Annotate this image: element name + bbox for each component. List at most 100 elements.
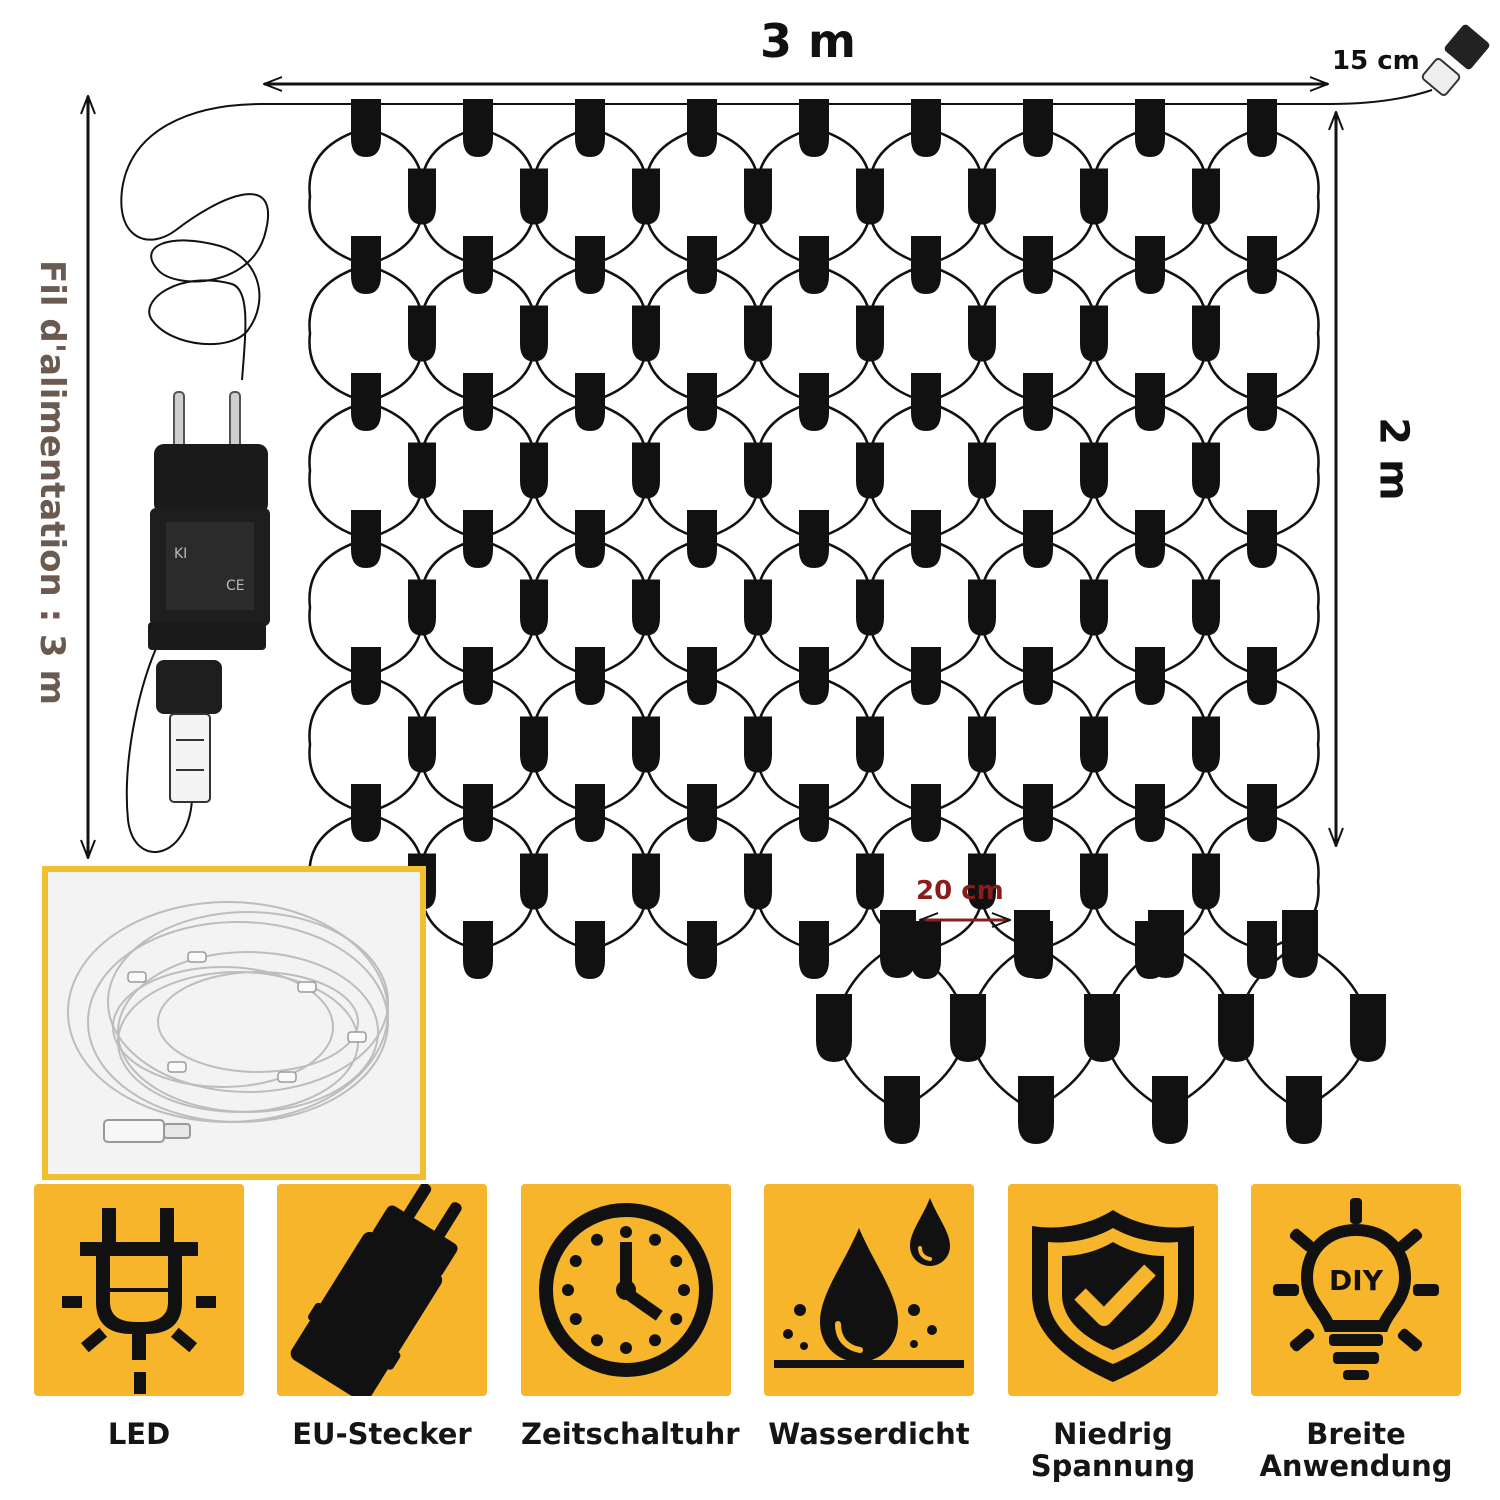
bulb xyxy=(463,921,493,979)
bulb xyxy=(1080,853,1108,910)
bulb xyxy=(911,236,941,294)
bulb xyxy=(1023,373,1053,431)
bulb xyxy=(1014,910,1050,978)
power-cable xyxy=(120,103,269,381)
bulb xyxy=(520,716,548,773)
bulb xyxy=(575,921,605,979)
bulb xyxy=(884,1076,920,1144)
bulb xyxy=(632,442,660,499)
bulb xyxy=(1192,853,1220,910)
feature-label: LED xyxy=(107,1417,171,1451)
bulb xyxy=(1247,921,1277,979)
bulb xyxy=(463,784,493,842)
bulb xyxy=(880,910,916,978)
bulb xyxy=(575,510,605,568)
bulb xyxy=(520,442,548,499)
bulb xyxy=(1023,99,1053,157)
bulb xyxy=(351,510,381,568)
bulb xyxy=(744,579,772,636)
bulb xyxy=(351,99,381,157)
cable-length-label: Fil d'alimentation : 3 m xyxy=(32,260,72,705)
bulb xyxy=(1247,510,1277,568)
adapter-brand: KI xyxy=(174,546,187,562)
spacing-label: 20 cm xyxy=(916,876,1004,906)
feature-eu-plug: EU-Stecker xyxy=(277,1184,487,1450)
bulb xyxy=(950,994,986,1062)
bulb xyxy=(1080,579,1108,636)
diy-text: DIY xyxy=(1329,1264,1384,1297)
waterdrop-icon xyxy=(764,1184,974,1396)
feature-label: Zeitschaltuhr xyxy=(521,1417,740,1451)
bulb xyxy=(799,236,829,294)
bulb xyxy=(856,168,884,225)
net-mesh xyxy=(308,99,1320,979)
bulb xyxy=(968,305,996,362)
bulb xyxy=(463,99,493,157)
lead-length-label: 15 cm xyxy=(1332,46,1420,76)
bulb xyxy=(632,853,660,910)
shield-check-icon xyxy=(1008,1184,1218,1396)
bulb xyxy=(632,168,660,225)
output-cable xyxy=(125,639,193,853)
bulb xyxy=(1192,579,1220,636)
bulb xyxy=(911,784,941,842)
bulb xyxy=(1247,236,1277,294)
bulb xyxy=(687,373,717,431)
bulb xyxy=(911,99,941,157)
bulb xyxy=(575,373,605,431)
bulb xyxy=(911,510,941,568)
clock-icon xyxy=(521,1184,731,1396)
eu-plug-icon xyxy=(277,1184,487,1396)
bulb xyxy=(1218,994,1254,1062)
bulb xyxy=(1084,994,1120,1062)
bulb xyxy=(1247,647,1277,705)
bulb xyxy=(1282,910,1318,978)
bulb xyxy=(968,853,996,910)
bulb xyxy=(856,442,884,499)
bulb xyxy=(632,579,660,636)
bulb xyxy=(520,579,548,636)
bulb xyxy=(799,784,829,842)
bulb xyxy=(1247,99,1277,157)
bulb xyxy=(968,579,996,636)
feature-label: Niedrig Spannung xyxy=(1030,1417,1196,1483)
end-connector-icon xyxy=(1421,24,1490,96)
bulb xyxy=(351,373,381,431)
bulb xyxy=(1247,373,1277,431)
bulb xyxy=(1350,994,1386,1062)
bulb xyxy=(1023,647,1053,705)
feature-diy: DIY Breite Anwendung xyxy=(1251,1184,1461,1482)
bulb xyxy=(520,168,548,225)
bulb xyxy=(1286,1076,1322,1144)
bulb xyxy=(799,647,829,705)
bulb xyxy=(408,716,436,773)
bulb xyxy=(575,647,605,705)
width-label: 3 m xyxy=(760,14,856,68)
bulb xyxy=(687,510,717,568)
bulb xyxy=(1135,99,1165,157)
bulb xyxy=(856,716,884,773)
bulb xyxy=(687,647,717,705)
bulb xyxy=(1018,1076,1054,1144)
bulb xyxy=(632,305,660,362)
bulb xyxy=(816,994,852,1062)
led-icon xyxy=(34,1184,244,1396)
bulb xyxy=(744,853,772,910)
feature-label: Wasserdicht xyxy=(768,1417,970,1451)
bulb xyxy=(575,236,605,294)
feature-low-voltage: Niedrig Spannung xyxy=(1008,1184,1218,1482)
bulb xyxy=(687,99,717,157)
bulb xyxy=(799,510,829,568)
bulb xyxy=(968,442,996,499)
feature-label: EU-Stecker xyxy=(292,1417,472,1451)
bulb xyxy=(1135,373,1165,431)
bulb xyxy=(744,305,772,362)
bulb xyxy=(799,373,829,431)
bulb xyxy=(463,647,493,705)
bulb xyxy=(1080,716,1108,773)
bulb xyxy=(351,784,381,842)
bulb xyxy=(744,168,772,225)
bulb xyxy=(799,921,829,979)
bulb xyxy=(520,853,548,910)
bulb xyxy=(1135,784,1165,842)
